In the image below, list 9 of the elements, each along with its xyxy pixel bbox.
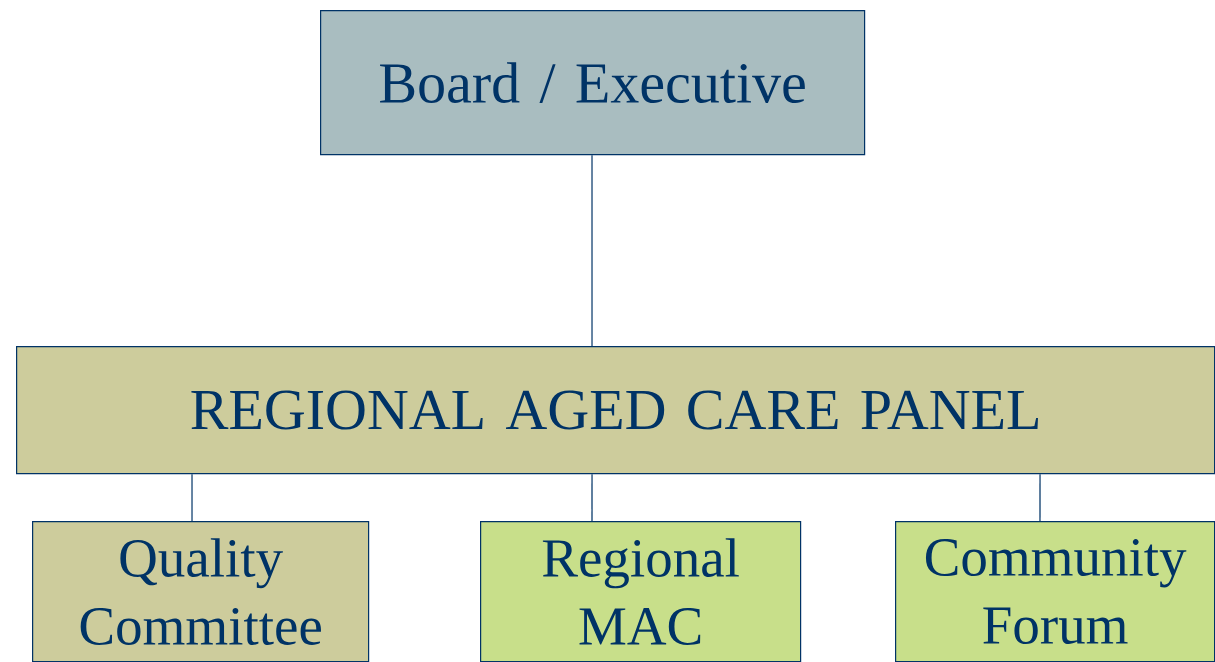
committee-box: Quality Committee <box>32 521 370 662</box>
committee-box: Community Forum <box>895 521 1215 662</box>
executive-box: Board / Executive <box>320 10 866 156</box>
connector-line <box>191 473 193 522</box>
connector-line <box>1039 473 1041 522</box>
connector-line <box>591 154 593 347</box>
connector-line <box>591 473 593 522</box>
committee-box: Regional MAC <box>480 521 802 662</box>
panel-box: REGIONAL AGED CARE PANEL <box>16 346 1215 475</box>
